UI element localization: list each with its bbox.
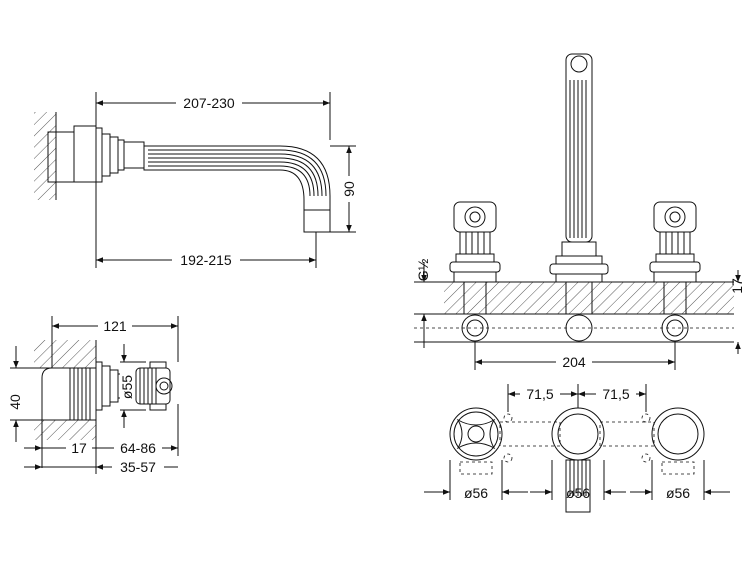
dim-valve-diameter: ø55 xyxy=(119,375,135,399)
dim-wall-b: 64-86 xyxy=(120,440,156,456)
dim-spout-base: 192-215 xyxy=(180,252,232,268)
dim-dia-right: ø56 xyxy=(666,485,690,501)
dim-spout-overall: 207-230 xyxy=(183,95,235,111)
valve-side-view: 121 40 ø55 17 64-86 35-57 xyxy=(7,316,179,475)
plan-view: 71,5 71,5 ø56 ø56 ø56 xyxy=(424,384,730,513)
dim-valve-depth: 121 xyxy=(103,318,127,334)
deck-hatch xyxy=(444,282,734,314)
dim-spacing-left: 71,5 xyxy=(526,386,553,402)
dim-spacing-right: 71,5 xyxy=(602,386,629,402)
front-center-spout xyxy=(549,53,609,342)
dim-thread: G½ xyxy=(415,258,431,281)
front-left-valve xyxy=(449,201,501,342)
front-view: G½ 17 204 xyxy=(414,53,745,370)
front-right-valve xyxy=(649,201,701,342)
plan-left-handle xyxy=(449,407,503,475)
dim-front-width: 204 xyxy=(562,354,586,370)
dim-dia-center: ø56 xyxy=(566,485,590,501)
dim-spout-height: 90 xyxy=(341,181,357,197)
plan-right-handle xyxy=(651,407,705,475)
dim-wall-c: 35-57 xyxy=(120,459,156,475)
dim-valve-height: 40 xyxy=(7,394,23,410)
dim-wall-a: 17 xyxy=(71,440,87,456)
wall-hatch xyxy=(34,112,56,200)
dim-front-depth: 17 xyxy=(729,278,745,294)
dim-dia-left: ø56 xyxy=(464,485,488,501)
spout-side-view: 207-230 90 192-215 xyxy=(34,92,358,268)
